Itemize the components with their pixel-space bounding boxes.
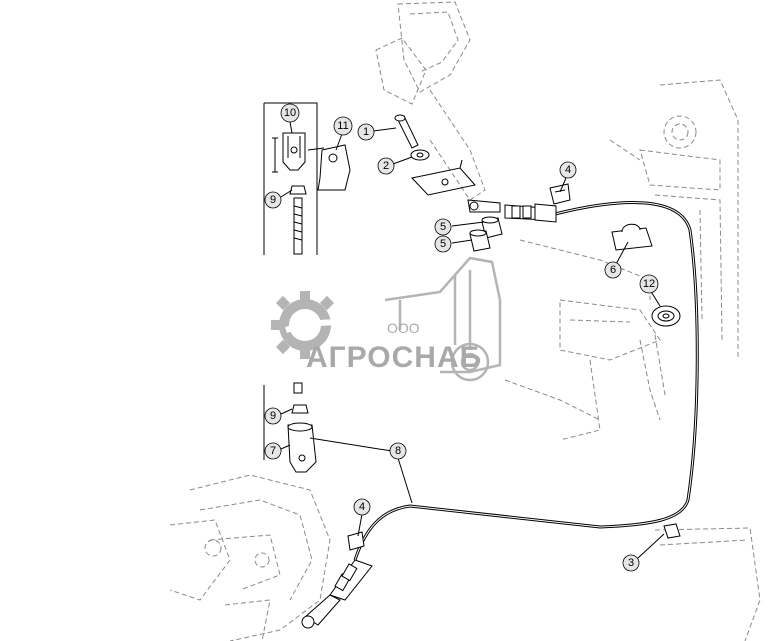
part-grommet <box>651 305 681 327</box>
part-nut-lower <box>291 404 309 414</box>
watermark-company-prefix: ООО <box>387 320 420 336</box>
callout-1: 1 <box>357 123 375 141</box>
callout-label: 10 <box>284 107 296 119</box>
part-nut-upper <box>289 185 307 195</box>
callout-label: 4 <box>359 501 365 513</box>
callout-label: 9 <box>270 410 276 422</box>
lower-cable-end <box>301 559 373 629</box>
watermark: ООО АГРОСНАБ <box>271 256 502 382</box>
callout-label: 3 <box>628 557 634 569</box>
callout-label: 11 <box>337 120 348 132</box>
part-washer <box>410 149 430 161</box>
callout-4-lower: 4 <box>353 498 371 516</box>
leader-lines <box>280 121 665 559</box>
callout-label: 1 <box>363 126 369 138</box>
callout-label: 5 <box>440 238 446 250</box>
callout-5-lower: 5 <box>434 235 452 253</box>
callout-label: 7 <box>270 445 276 457</box>
part-clip-upper <box>549 183 571 205</box>
callout-2: 2 <box>377 157 395 175</box>
control-cable <box>353 201 699 561</box>
callout-4-upper: 4 <box>559 161 577 179</box>
callout-10: 10 <box>280 103 300 123</box>
callout-9-upper: 9 <box>264 191 282 209</box>
detail-frame <box>263 102 318 460</box>
part-pin-clip <box>307 144 351 191</box>
part-bushing-2 <box>469 229 491 252</box>
callout-8: 8 <box>389 442 407 460</box>
callout-label: 5 <box>440 221 446 233</box>
callout-label: 8 <box>395 445 401 457</box>
callout-7: 7 <box>264 442 282 460</box>
part-clevis-upper <box>272 132 306 173</box>
callout-11: 11 <box>333 116 353 136</box>
callout-label: 4 <box>565 164 571 176</box>
upper-cable-end <box>467 199 557 223</box>
callout-6: 6 <box>604 261 622 279</box>
gear-combine-harvester-logo-icon <box>271 256 502 382</box>
callout-label: 6 <box>610 264 616 276</box>
background-machinery <box>169 1 761 641</box>
callout-5-upper: 5 <box>434 218 452 236</box>
callout-label: 2 <box>383 160 389 172</box>
pedal-bracket <box>411 159 476 196</box>
callout-9-lower: 9 <box>264 407 282 425</box>
callout-12: 12 <box>639 274 659 294</box>
callout-label: 9 <box>270 194 276 206</box>
part-clip-small <box>663 523 681 539</box>
part-clip-lower <box>347 531 365 551</box>
watermark-brand: АГРОСНАБ <box>306 341 482 374</box>
part-clip-bracket <box>611 223 653 251</box>
part-bolt <box>394 114 419 149</box>
callout-label: 12 <box>643 278 655 290</box>
part-clevis-lower <box>287 422 317 473</box>
callout-3: 3 <box>622 554 640 572</box>
threaded-rod <box>293 197 303 394</box>
callouts: 1 2 3 4 4 5 5 6 <box>264 103 659 572</box>
